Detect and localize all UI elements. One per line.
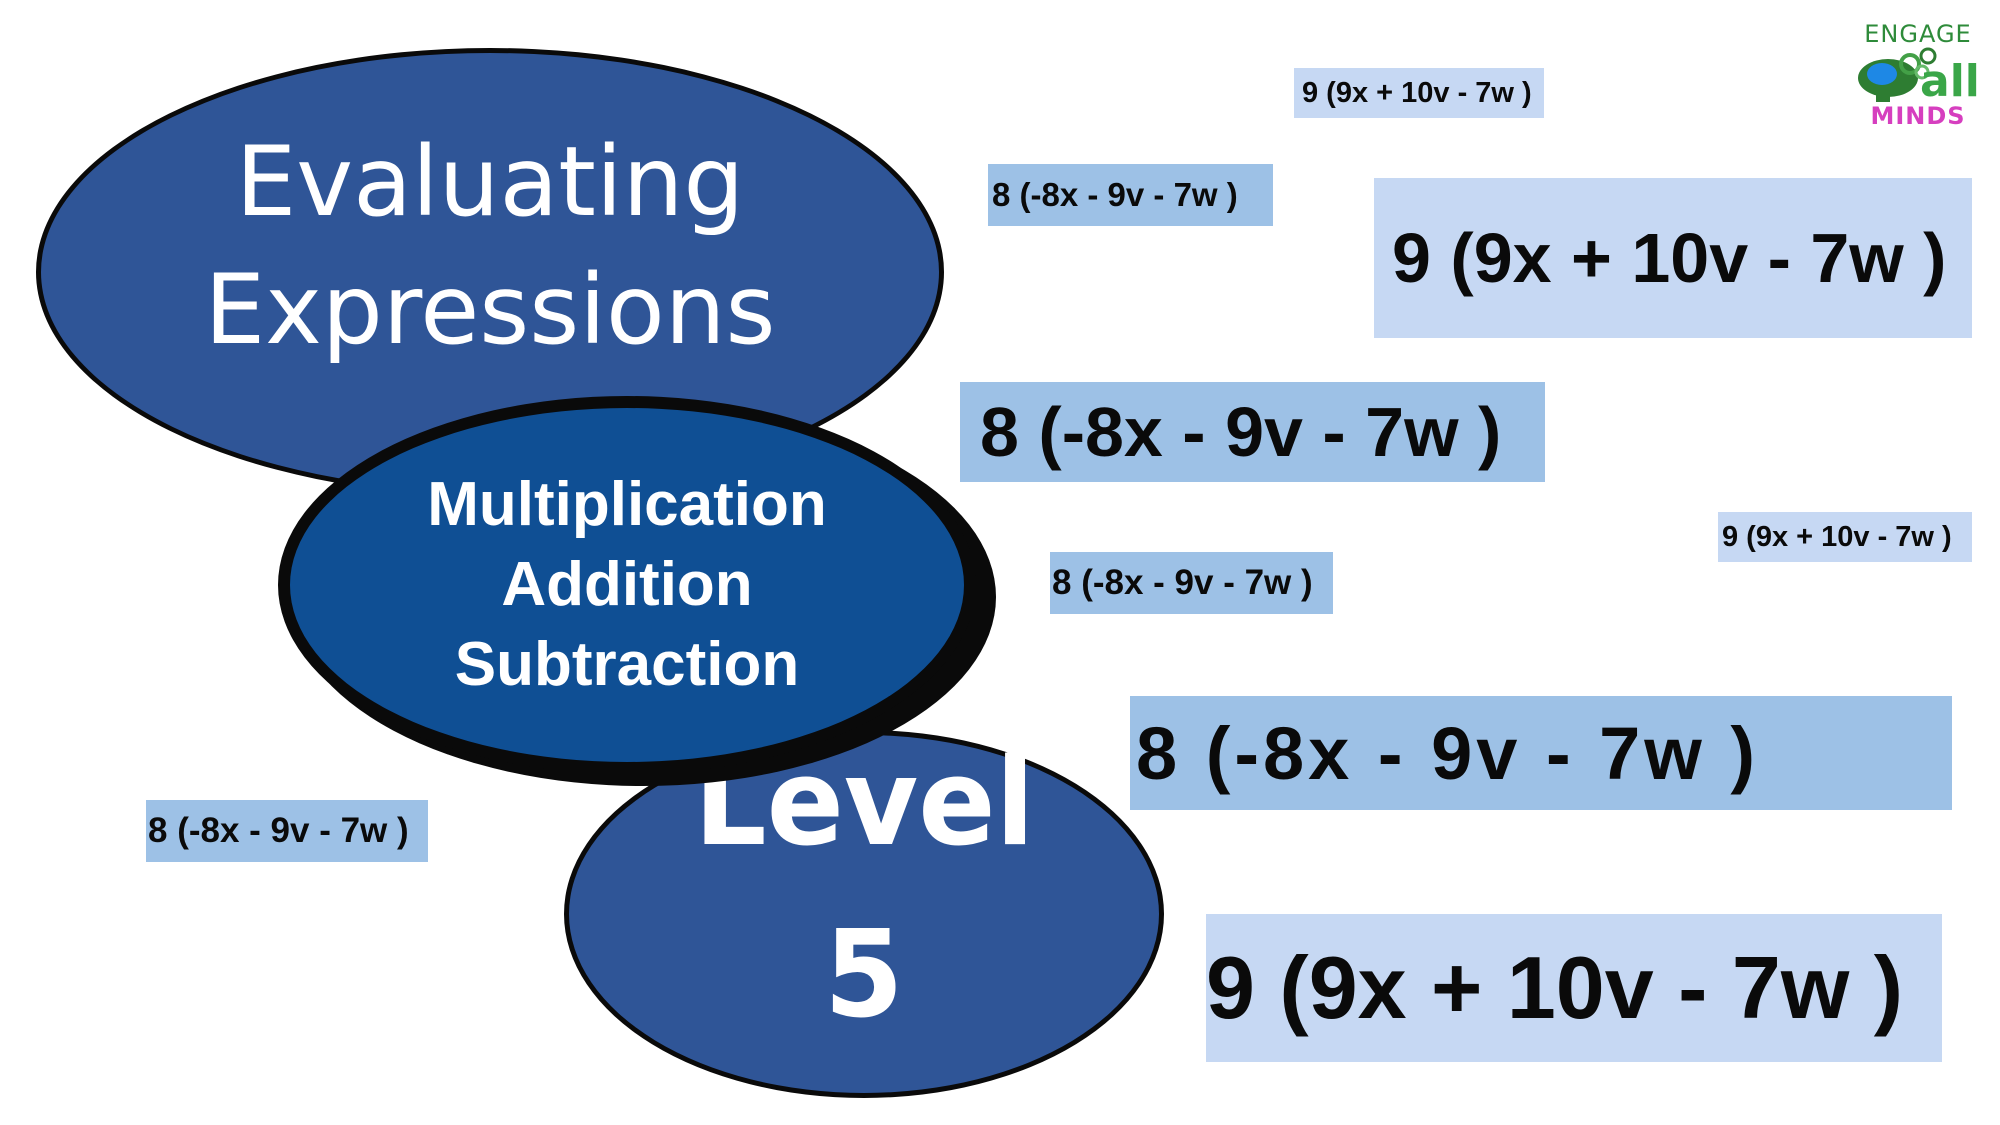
expression-text: 9 (9x + 10v - 7w ) (1206, 938, 1904, 1037)
expression-box-6: 8 (-8x - 9v - 7w ) (1050, 552, 1333, 614)
operation-subtraction: Subtraction (454, 630, 800, 699)
operations-oval: Multiplication Addition Subtraction (278, 396, 976, 774)
expression-box-4: 8 (-8x - 9v - 7w ) (960, 382, 1545, 482)
expression-text: 8 (-8x - 9v - 7w ) (992, 176, 1238, 213)
expression-text: 8 (-8x - 9v - 7w ) (148, 811, 409, 850)
expression-box-7: 8 (-8x - 9v - 7w ) (1130, 696, 1952, 810)
expression-text: 8 (-8x - 9v - 7w ) (1136, 711, 1760, 795)
logo-word-all: all (1920, 56, 1980, 107)
expression-box-5: 9 (9x + 10v - 7w ) (1718, 512, 1972, 562)
operation-multiplication: Multiplication (427, 470, 827, 539)
level-number: 5 (824, 906, 904, 1045)
expression-text: 8 (-8x - 9v - 7w ) (1052, 563, 1313, 602)
expression-box-8: 8 (-8x - 9v - 7w ) (146, 800, 428, 862)
title-line-expressions: Expressions (204, 254, 776, 366)
expression-box-1: 9 (9x + 10v - 7w ) (1294, 68, 1544, 118)
expression-text: 8 (-8x - 9v - 7w ) (980, 393, 1502, 471)
expression-text: 9 (9x + 10v - 7w ) (1722, 520, 1952, 553)
expression-box-2: 8 (-8x - 9v - 7w ) (988, 164, 1273, 226)
title-line-evaluating: Evaluating (235, 126, 745, 238)
engage-all-minds-logo: ENGAGE all MINDS (1848, 16, 1988, 134)
expression-text: 9 (9x + 10v - 7w ) (1302, 76, 1532, 109)
operation-addition: Addition (501, 550, 753, 619)
expression-box-3: 9 (9x + 10v - 7w ) (1374, 178, 1972, 338)
expression-text: 9 (9x + 10v - 7w ) (1392, 219, 1947, 297)
logo-word-engage: ENGAGE (1864, 20, 1972, 48)
expression-box-9: 9 (9x + 10v - 7w ) (1206, 914, 1942, 1062)
logo-word-minds: MINDS (1870, 102, 1966, 130)
brain-gears-icon (1858, 47, 1937, 102)
